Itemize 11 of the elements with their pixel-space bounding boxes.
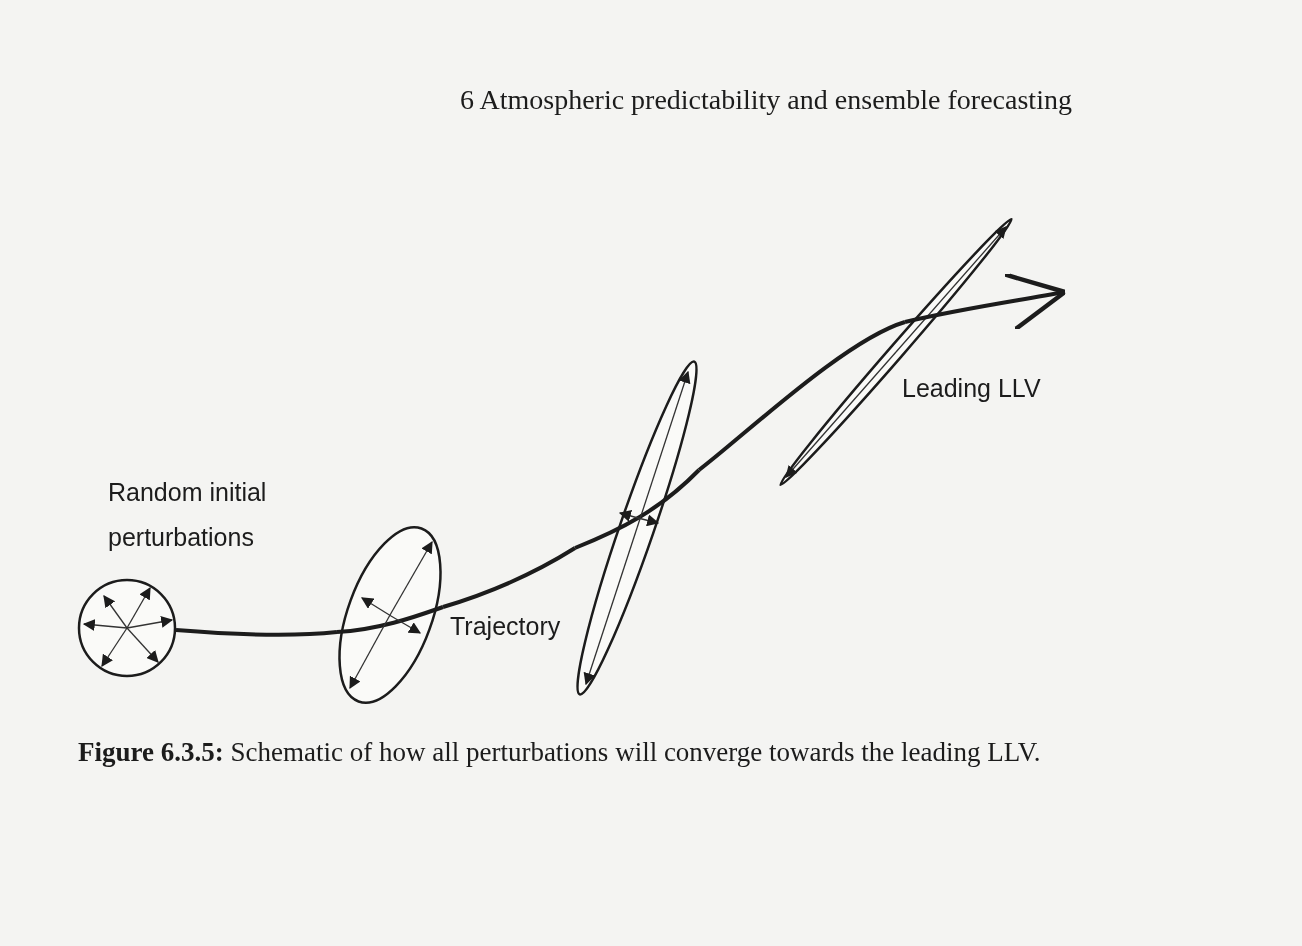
perturbation-circle — [78, 579, 176, 677]
node-caption: Random initial perturbations — [108, 477, 268, 553]
trajectory-line — [175, 628, 338, 637]
figure-caption: Figure 6.3.5: Schematic of how all perturbations will converge towards the leading LLV. — [78, 736, 1042, 769]
perturbation-ellipse — [575, 359, 699, 697]
running-header: 6 Atmospheric predictability and ensemble forecasting — [460, 84, 1072, 116]
trajectory-line — [904, 272, 1068, 332]
trajectory-line — [442, 546, 577, 609]
node-caption: Leading LLV — [902, 373, 1042, 404]
perturbation-ellipse — [337, 525, 443, 705]
trajectory-line — [697, 320, 906, 472]
